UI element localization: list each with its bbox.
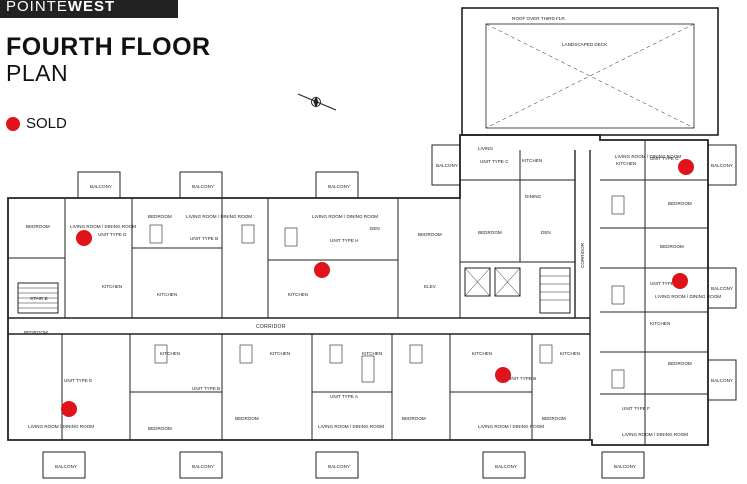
living-dining-label-7: LIVING ROOM / DINING ROOM <box>615 154 681 159</box>
bedroom-label-6: BEDROOM <box>235 416 259 421</box>
brand-part2: WEST <box>67 0 116 15</box>
den-label: DEN <box>541 230 551 235</box>
kitchen-label-10: KITCHEN <box>616 161 636 166</box>
elev-label: ELEV. <box>424 284 437 289</box>
dining-label: DINING <box>525 194 542 199</box>
bedroom-label-2: BEDROOM <box>148 214 172 219</box>
living-dining-label-5: LIVING ROOM / DINING ROOM <box>318 424 384 429</box>
balcony-label-3: BALCONY <box>328 184 350 189</box>
bedroom-label-7: BEDROOM <box>402 416 426 421</box>
landscaped-deck-label: LANDSCAPED DECK <box>562 42 608 47</box>
brand-logo: POINTEWEST <box>0 0 178 18</box>
balcony-label-2: BALCONY <box>192 184 214 189</box>
sold-marker <box>314 262 330 278</box>
balcony-label-10: BALCONY <box>711 163 733 168</box>
bedroom-label-3: BEDROOM <box>418 232 442 237</box>
sold-marker <box>61 401 77 417</box>
page-subtitle: PLAN <box>6 60 69 86</box>
sold-dot-icon <box>6 116 20 131</box>
page-title: FOURTH FLOOR <box>6 33 211 61</box>
balcony-label-4: BALCONY <box>55 464 77 469</box>
balcony-label-1: BALCONY <box>90 184 112 189</box>
landscaped-deck <box>461 7 719 136</box>
bedroom-label-11: BEDROOM <box>668 361 692 366</box>
balcony-label-8: BALCONY <box>614 464 636 469</box>
kitchen-label-4: KITCHEN <box>160 351 180 356</box>
roof-over-label: ROOF OVER THIRD FLR. <box>512 16 566 21</box>
bedroom-label-10: BEDROOM <box>660 244 684 249</box>
kitchen-label-9: KITCHEN <box>650 321 670 326</box>
legend: SOLD <box>6 115 67 132</box>
unit-a-label: UNIT TYPE A <box>330 394 359 399</box>
bedroom-label-4: BEDROOM <box>24 330 48 335</box>
sold-marker <box>495 367 511 383</box>
north-arrow-icon <box>297 93 337 111</box>
kitchen-label-5: KITCHEN <box>270 351 290 356</box>
bedroom-label-8: BEDROOM <box>542 416 566 421</box>
kitchen-label-6: KITCHEN <box>362 351 382 356</box>
bedroom-label-5: BEDROOM <box>148 426 172 431</box>
bedroom-label-9: BEDROOM <box>668 201 692 206</box>
legend-sold-label: SOLD <box>26 115 67 132</box>
bedroom-label: BEDROOM <box>478 230 502 235</box>
bedroom-label-1: BEDROOM <box>26 224 50 229</box>
unit-e-label: UNIT TYPE E <box>64 378 92 383</box>
balcony-label-11: BALCONY <box>711 286 733 291</box>
living-dining-label-1: LIVING ROOM / DINING ROOM <box>70 224 136 229</box>
balcony-label-9: BALCONY <box>436 163 458 168</box>
brand-part1: POINTE <box>6 0 68 15</box>
living-dining-label-3: LIVING ROOM / DINING ROOM <box>312 214 378 219</box>
balcony-label-5: BALCONY <box>192 464 214 469</box>
den-label-2: DEN <box>370 226 380 231</box>
sold-marker <box>672 273 688 289</box>
corridor-label: CORRIDOR <box>256 324 286 330</box>
kitchen-label-3: KITCHEN <box>288 292 308 297</box>
unit-b-label-4: UNIT TYPE B <box>650 281 678 286</box>
corridor-vertical-label: CORRIDOR <box>580 242 585 268</box>
unit-d-label: UNIT TYPE D <box>98 232 127 237</box>
kitchen-label: KITCHEN <box>522 158 542 163</box>
unit-g-label: UNIT TYPE G <box>650 156 679 161</box>
sold-marker <box>76 230 92 246</box>
balcony-label-12: BALCONY <box>711 378 733 383</box>
unit-b-label-3: UNIT TYPE B <box>508 376 536 381</box>
balcony-label-6: BALCONY <box>328 464 350 469</box>
unit-h-label: UNIT TYPE H <box>330 238 358 243</box>
living-label: LIVING <box>478 146 493 151</box>
living-dining-label-4: LIVING ROOM / DINING ROOM <box>28 424 94 429</box>
kitchen-label-1: KITCHEN <box>102 284 122 289</box>
unit-f-label: UNIT TYPE F <box>622 406 650 411</box>
sold-marker <box>678 159 694 175</box>
living-dining-label-9: LIVING ROOM / DINING ROOM <box>622 432 688 437</box>
living-dining-label-6: LIVING ROOM / DINING ROOM <box>478 424 544 429</box>
stair-label: STAIR B <box>30 296 48 301</box>
unit-b-label-2: UNIT TYPE B <box>192 386 220 391</box>
balcony-label-7: BALCONY <box>495 464 517 469</box>
unit-c-label: UNIT TYPE C <box>480 159 509 164</box>
kitchen-label-8: KITCHEN <box>560 351 580 356</box>
kitchen-label-7: KITCHEN <box>472 351 492 356</box>
unit-b-label-1: UNIT TYPE B <box>190 236 218 241</box>
kitchen-label-2: KITCHEN <box>157 292 177 297</box>
living-dining-label-2: LIVING ROOM / DINING ROOM <box>186 214 252 219</box>
living-dining-label-8: LIVING ROOM / DINING ROOM <box>655 294 721 299</box>
